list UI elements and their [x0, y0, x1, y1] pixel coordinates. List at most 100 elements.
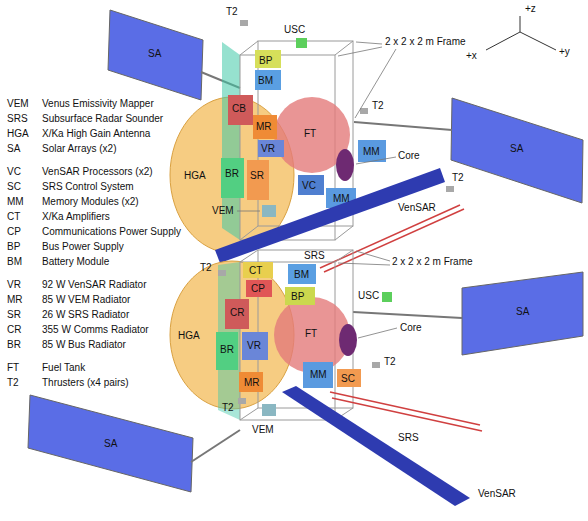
- legend-abbreviation: BM: [7, 256, 22, 267]
- comms-power-box: [246, 280, 272, 297]
- legend-abbreviation: MR: [7, 294, 23, 305]
- radar-antenna: [282, 386, 470, 506]
- part-label: CB: [232, 103, 246, 114]
- part-label: SRS: [398, 432, 419, 443]
- legend-abbreviation: BR: [7, 339, 21, 350]
- radiator-box: [239, 372, 263, 392]
- legend-definition: 355 W Comms Radiator: [42, 324, 149, 335]
- leader-line: [338, 263, 390, 265]
- battery-box: [288, 264, 316, 284]
- legend-abbreviation: SRS: [7, 113, 28, 124]
- vem-instrument: [262, 205, 276, 217]
- legend-definition: Subsurface Radar Sounder: [42, 113, 163, 124]
- legend-definition: Solar Arrays (x2): [42, 143, 116, 154]
- legend-abbreviation: MM: [7, 196, 24, 207]
- part-label: MM: [363, 146, 380, 157]
- array-arm: [191, 430, 240, 462]
- usc-cube: [296, 38, 307, 48]
- frame-edge: [335, 226, 353, 240]
- legend-abbreviation: CP: [7, 226, 21, 237]
- part-label: BM: [294, 269, 309, 280]
- part-label: CT: [249, 265, 262, 276]
- part-label: MM: [310, 369, 327, 380]
- thruster: [446, 186, 454, 192]
- battery-box: [255, 70, 281, 90]
- legend-abbreviation: BP: [7, 241, 20, 252]
- legend-definition: Battery Module: [42, 256, 109, 267]
- part-label: VenSAR: [478, 488, 516, 499]
- part-label: MR: [256, 121, 272, 132]
- part-label: T2: [372, 100, 384, 111]
- radiator-box: [228, 95, 253, 125]
- axis-label: +y: [559, 46, 570, 57]
- part-label: SA: [510, 143, 523, 154]
- part-label: FT: [304, 128, 316, 139]
- radiator-box: [247, 160, 269, 200]
- leader-line: [355, 49, 396, 118]
- leader-line: [356, 42, 382, 44]
- core-tube: [339, 324, 357, 356]
- part-label: Core: [400, 322, 422, 333]
- legend-definition: Memory Modules (x2): [42, 196, 139, 207]
- array-arm: [354, 122, 452, 130]
- part-label: BM: [258, 75, 273, 86]
- leader-line: [356, 157, 396, 164]
- radiator-box: [253, 115, 277, 139]
- radiator-box: [225, 299, 249, 329]
- frame-edge: [335, 41, 353, 55]
- legend-abbreviation: VR: [7, 279, 21, 290]
- legend-abbreviation: VC: [7, 166, 21, 177]
- control-box: [337, 369, 361, 387]
- processor-box: [298, 175, 324, 195]
- thruster: [240, 20, 248, 26]
- part-label: T2: [222, 402, 234, 413]
- legend-abbreviation: CT: [7, 211, 20, 222]
- part-label: T2: [226, 6, 238, 17]
- part-label: T2: [200, 262, 212, 273]
- part-label: SC: [341, 373, 355, 384]
- radiator-box: [216, 332, 238, 370]
- frame-edge: [240, 250, 258, 262]
- usc-cube: [382, 292, 392, 302]
- legend-abbreviation: T2: [7, 377, 19, 388]
- part-label: VR: [261, 143, 275, 154]
- radiator-box: [242, 332, 268, 360]
- bus-power-box: [285, 287, 315, 305]
- part-label: SA: [148, 48, 161, 59]
- legend-definition: Thrusters (x4 pairs): [42, 377, 129, 388]
- frame-edge: [335, 250, 353, 262]
- part-label: SRS: [304, 250, 325, 261]
- sounder-antenna: [330, 392, 480, 425]
- sounder-antenna: [332, 398, 482, 431]
- legend-definition: SRS Control System: [42, 181, 134, 192]
- solar-array: [108, 10, 203, 100]
- axis-line: [520, 16, 521, 32]
- solar-array: [451, 98, 583, 203]
- legend-abbreviation: HGA: [7, 128, 29, 139]
- part-label: T2: [452, 172, 464, 183]
- part-label: BR: [220, 344, 234, 355]
- solar-array: [28, 395, 193, 492]
- legend-definition: X/Ka Amplifiers: [42, 211, 110, 222]
- part-label: FT: [305, 328, 317, 339]
- part-label: CR: [230, 307, 244, 318]
- part-label: BP: [259, 55, 272, 66]
- part-label: CP: [251, 283, 265, 294]
- part-label: HGA: [184, 170, 206, 181]
- part-label: VEM: [212, 205, 234, 216]
- bus-power-box: [255, 50, 281, 68]
- dimension-label: 2 x 2 x 2 m Frame: [385, 36, 466, 47]
- part-label: T2: [384, 356, 396, 367]
- legend-abbreviation: SC: [7, 181, 21, 192]
- solar-array: [462, 272, 583, 355]
- vem-instrument: [262, 404, 276, 416]
- part-label: Core: [398, 150, 420, 161]
- thruster: [372, 362, 380, 368]
- dimension-label: 2 x 2 x 2 m Frame: [392, 256, 473, 267]
- legend-definition: 92 W VenSAR Radiator: [42, 279, 147, 290]
- radiator-box: [258, 140, 284, 157]
- axis-line: [486, 32, 520, 50]
- part-label: USC: [284, 24, 305, 35]
- legend-definition: Bus Power Supply: [42, 241, 124, 252]
